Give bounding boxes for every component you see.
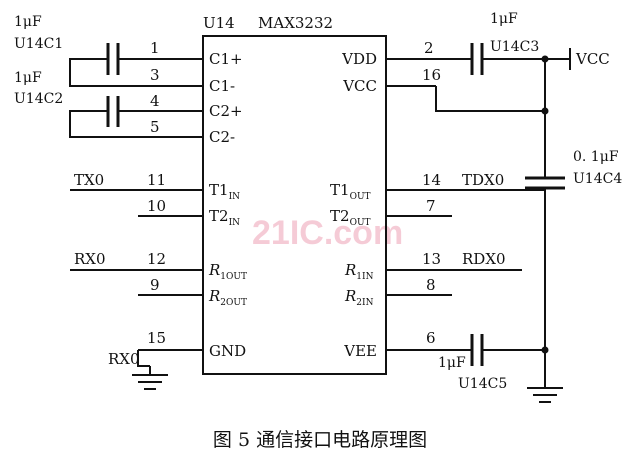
chip-part: MAX3232: [258, 14, 333, 32]
rx0-gnd-label: RX0: [108, 350, 140, 368]
pin-label-t2in: T2IN: [209, 207, 240, 228]
gnd-pin15-wire: [137, 350, 150, 367]
pin-num-15: 15: [147, 329, 166, 347]
c1-ref: U14C1: [14, 36, 63, 52]
pin-num-8: 8: [426, 276, 436, 294]
watermark: 21IC.com: [252, 214, 403, 252]
pin-label-t1out: T1OUT: [330, 181, 371, 202]
pin-label-r1out: R1OUT: [208, 261, 247, 282]
right-pin-lines: [386, 58, 545, 351]
pin-num-14: 14: [422, 171, 441, 189]
ground-icon: [527, 387, 563, 403]
pin-num-7: 7: [426, 197, 436, 215]
pin-label-r1in: R1IN: [344, 261, 374, 282]
ground-icon: [132, 374, 168, 390]
pin-label-r2out: R2OUT: [208, 287, 247, 308]
c2-ref: U14C2: [14, 91, 63, 107]
capacitor-c3: [470, 43, 571, 75]
pin-num-12: 12: [147, 250, 166, 268]
pin-num-1: 1: [150, 39, 160, 57]
tdx0-label: TDX0: [462, 171, 504, 189]
capacitor-c1: [69, 43, 120, 87]
figure-caption: 图 5 通信接口电路原理图: [213, 429, 427, 451]
max3232-chip: [202, 35, 387, 375]
pin-label-c2-plus: C2+: [209, 102, 243, 120]
pin-label-r2in: R2IN: [344, 287, 374, 308]
pin-label-vcc: VCC: [342, 77, 377, 95]
pin-num-16: 16: [422, 66, 441, 84]
c3-ref: U14C3: [490, 39, 539, 55]
pin-label-gnd: GND: [209, 342, 246, 360]
pin-num-3: 3: [150, 66, 160, 84]
c2-value: 1μF: [14, 70, 42, 86]
pin-num-13: 13: [422, 250, 441, 268]
tx0-label: TX0: [74, 171, 104, 189]
capacitor-c2: [69, 96, 120, 138]
capacitor-c5: [470, 334, 545, 366]
rdx0-label: RDX0: [462, 250, 506, 268]
vcc-pin16-wire: [435, 86, 545, 112]
c4-ref: U14C4: [573, 171, 622, 187]
pin-num-2: 2: [424, 39, 434, 57]
pin-label-vdd: VDD: [341, 50, 377, 68]
chip-ref: U14: [203, 14, 235, 32]
pin-num-10: 10: [147, 197, 166, 215]
vcc-rail-label: VCC: [575, 50, 610, 68]
c5-ref: U14C5: [458, 376, 507, 392]
pin-label-t2out: T2OUT: [330, 207, 371, 228]
pin-num-6: 6: [426, 329, 436, 347]
rx0-label: RX0: [74, 250, 106, 268]
c5-value: 1μF: [438, 355, 466, 371]
capacitor-c4: [525, 176, 565, 190]
pin-num-5: 5: [150, 118, 160, 136]
pin-label-c1-plus: C1+: [209, 50, 243, 68]
pin-num-11: 11: [147, 171, 166, 189]
left-pin-lines: [70, 58, 203, 351]
pin-label-t1in: T1IN: [209, 181, 240, 202]
c1-value: 1μF: [14, 14, 42, 30]
pin-num-9: 9: [150, 276, 160, 294]
junction-dot: [541, 107, 549, 115]
c4-value: 0. 1μF: [573, 149, 619, 165]
pin-num-4: 4: [150, 92, 160, 110]
junction-dot: [541, 55, 549, 63]
pin-label-c1-minus: C1-: [209, 77, 235, 95]
pin-label-vee: VEE: [343, 342, 377, 360]
c3-value: 1μF: [490, 11, 518, 27]
pin-label-c2-minus: C2-: [209, 128, 235, 146]
